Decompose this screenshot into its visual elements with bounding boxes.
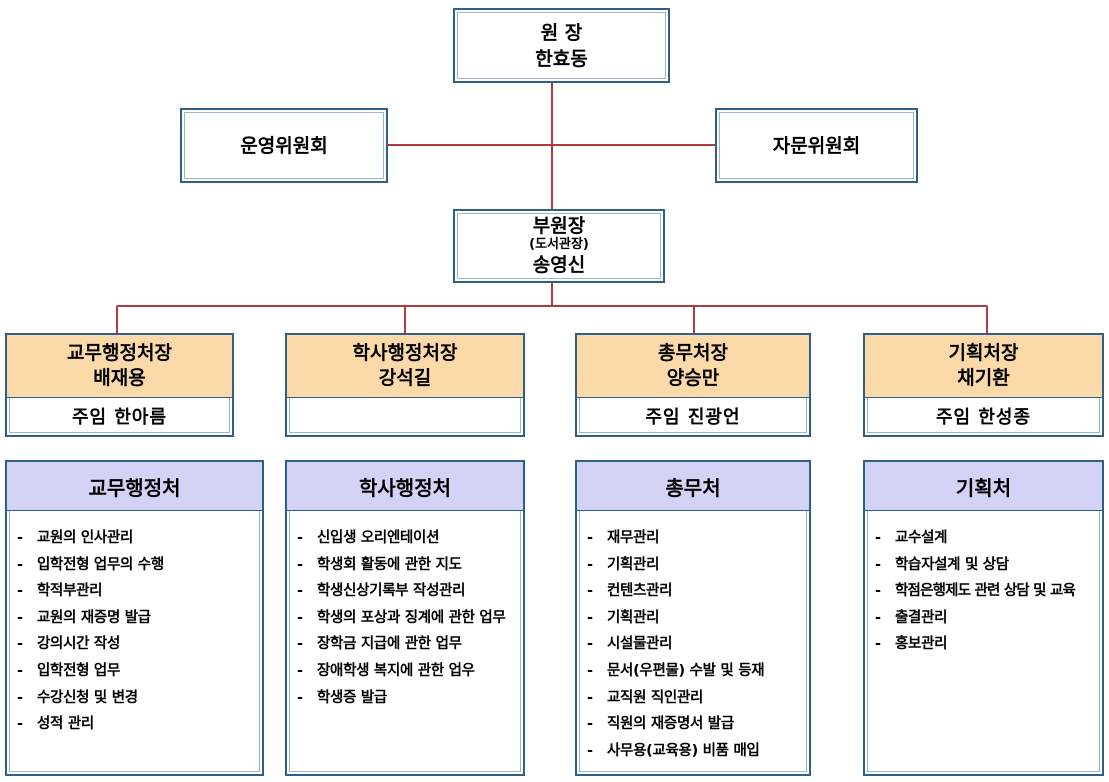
duty-item: -입학전형 업무의 수행 xyxy=(17,556,164,573)
unit-box-general-affairs: 총무처 -재무관리 -기획관리 -컨텐츠관리 -기획관리 -시설물관리 -문서(… xyxy=(575,460,811,776)
duty-item: -재무관리 xyxy=(587,530,660,546)
unit-title: 기획처 xyxy=(865,462,1102,511)
duty-item: -교원의 인사관리 xyxy=(17,530,134,546)
vice-director-title: 부원장 xyxy=(532,215,586,237)
unit-box-planning: 기획처 -교수설계 -학습자설계 및 상담 -학점은행제도 관련 상담 및 교육… xyxy=(863,460,1104,776)
vice-director-box: 부원장 (도서관장) 송영신 xyxy=(453,209,665,283)
duty-item: -교수설계 xyxy=(875,530,948,546)
advisory-committee-box: 자문위원회 xyxy=(715,108,918,183)
duty-item: -입학전형 업무 xyxy=(17,662,120,679)
duty-item: -학생의 포상과 징계에 관한 업무 xyxy=(297,609,506,626)
department-title: 총무처장 xyxy=(658,342,728,364)
duty-item: -기획관리 xyxy=(587,609,660,626)
duty-item: -문서(우편물) 수발 및 등재 xyxy=(587,662,765,679)
director-box: 원 장 한효동 xyxy=(453,8,670,83)
department-header: 총무처장 양승만 xyxy=(577,335,809,398)
duty-item: -컨텐츠관리 xyxy=(587,583,673,600)
operating-committee-box: 운영위원회 xyxy=(180,108,388,183)
department-head-name: 강석길 xyxy=(378,367,432,389)
duty-item: -출결관리 xyxy=(875,609,948,626)
unit-title: 학사행정처 xyxy=(287,462,523,511)
operating-committee-label: 운영위원회 xyxy=(240,134,328,157)
unit-duty-list: -교수설계 -학습자설계 및 상담 -학점은행제도 관련 상담 및 교육 -출결… xyxy=(865,511,1102,658)
duty-item: -학생신상기록부 작성관리 xyxy=(297,583,466,600)
department-head-name: 양승만 xyxy=(666,367,720,389)
director-name: 한효동 xyxy=(535,47,588,70)
duty-item: -장애학생 복지에 관한 업우 xyxy=(297,662,475,679)
duty-item: -교원의 재증명 발급 xyxy=(17,609,151,626)
department-chief: 주임 진광언 xyxy=(645,407,741,428)
duty-item: -직원의 재증명서 발급 xyxy=(587,716,734,733)
unit-title: 총무처 xyxy=(577,462,809,511)
department-box-general-affairs: 총무처장 양승만 주임 진광언 xyxy=(575,333,811,437)
department-title: 학사행정처장 xyxy=(352,342,458,364)
department-chief: 주임 한성종 xyxy=(935,407,1032,428)
department-title: 기획처장 xyxy=(948,342,1019,364)
duty-item: -시설물관리 xyxy=(587,636,673,653)
duty-item: -장학금 지급에 관한 업무 xyxy=(297,636,462,653)
department-box-student-admin: 학사행정처장 강석길 xyxy=(285,333,525,437)
department-chief: 주임 한아름 xyxy=(71,407,168,428)
duty-item: -기획관리 xyxy=(587,556,660,573)
unit-box-student-admin: 학사행정처 -신입생 오리엔테이션 -학생회 활동에 관한 지도 -학생신상기록… xyxy=(285,460,525,776)
duty-item: -학생회 활동에 관한 지도 xyxy=(297,556,462,573)
duty-item: -학습자설계 및 상담 xyxy=(875,556,1009,573)
unit-duty-list: -신입생 오리엔테이션 -학생회 활동에 관한 지도 -학생신상기록부 작성관리… xyxy=(287,511,523,711)
department-box-planning: 기획처장 채기환 주임 한성종 xyxy=(863,333,1104,437)
department-header: 교무행정처장 배재용 xyxy=(7,335,232,398)
department-head-name: 채기환 xyxy=(957,367,1010,389)
unit-title: 교무행정처 xyxy=(7,462,262,511)
duty-item: -학점은행제도 관련 상담 및 교육 xyxy=(875,583,1076,600)
duty-item: -사무용(교육용) 비품 매입 xyxy=(587,742,760,759)
duty-item: -교직원 직인관리 xyxy=(587,689,704,706)
vice-director-name: 송영신 xyxy=(532,254,586,276)
unit-duty-list: -재무관리 -기획관리 -컨텐츠관리 -기획관리 -시설물관리 -문서(우편물)… xyxy=(577,511,809,764)
department-box-academic-admin: 교무행정처장 배재용 주임 한아름 xyxy=(5,333,234,437)
duty-item: -강의시간 작성 xyxy=(17,636,120,653)
duty-item: -홍보관리 xyxy=(875,636,948,653)
duty-item: -성적 관리 xyxy=(17,716,94,733)
advisory-committee-label: 자문위원회 xyxy=(772,134,861,157)
duty-item: -수강신청 및 변경 xyxy=(17,689,138,706)
vice-director-note: (도서관장) xyxy=(529,237,589,252)
department-title: 교무행정처장 xyxy=(67,342,172,364)
unit-box-academic-admin: 교무행정처 -교원의 인사관리 -입학전형 업무의 수행 -학적부관리 -교원의… xyxy=(5,460,264,776)
department-chief xyxy=(287,398,523,434)
department-header: 기획처장 채기환 xyxy=(865,335,1102,398)
unit-duty-list: -교원의 인사관리 -입학전형 업무의 수행 -학적부관리 -교원의 재증명 발… xyxy=(7,511,262,738)
director-title: 원 장 xyxy=(540,21,583,44)
department-head-name: 배재용 xyxy=(93,367,146,389)
duty-item: -신입생 오리엔테이션 xyxy=(297,530,440,546)
duty-item: -학생증 발급 xyxy=(297,689,387,706)
duty-item: -학적부관리 xyxy=(17,583,103,600)
department-header: 학사행정처장 강석길 xyxy=(287,335,523,398)
